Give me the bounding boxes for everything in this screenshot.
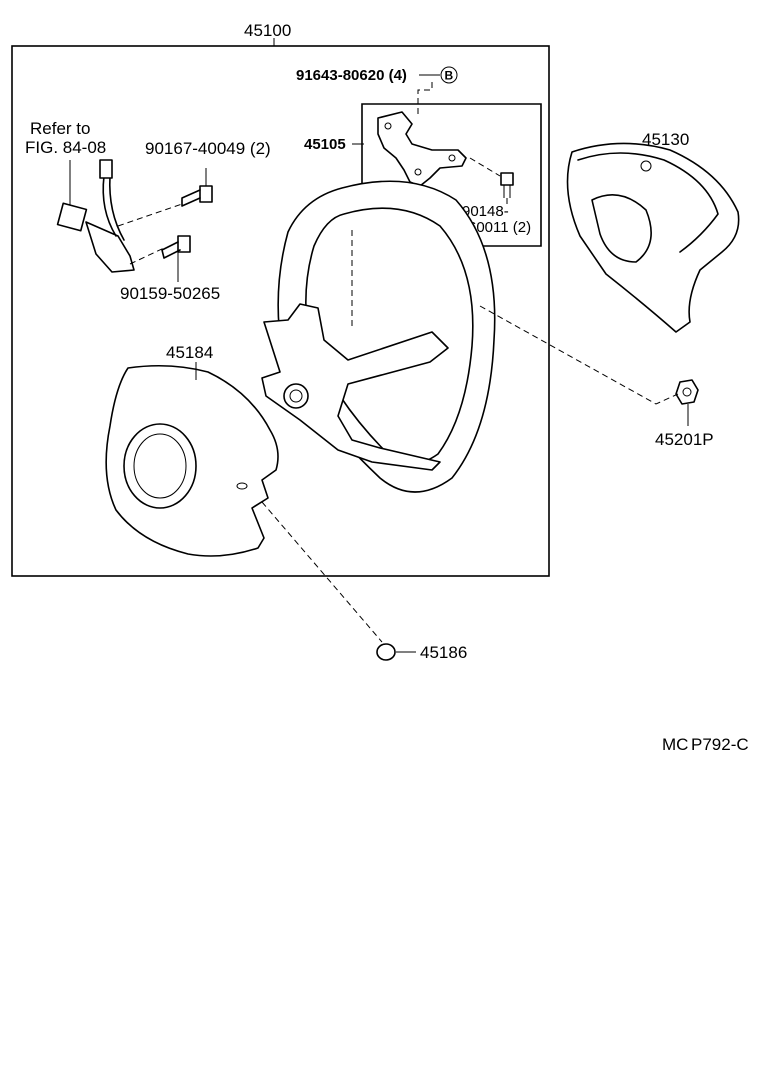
label-45201P: 45201P [655, 430, 714, 449]
screw-90148 [500, 172, 514, 198]
label-45100: 45100 [244, 21, 291, 40]
label-90167-40049: 90167-40049 (2) [145, 139, 271, 158]
refer-text-2: FIG. 84-08 [25, 138, 106, 157]
nut-45201P [675, 379, 699, 426]
label-45105: 45105 [304, 136, 346, 153]
bolt-top-dashline [417, 82, 433, 114]
assembly-box [11, 45, 550, 577]
label-90159-50265: 90159-50265 [120, 284, 220, 303]
bracket-hole-3 [448, 154, 456, 162]
clip-dashline [261, 501, 383, 643]
bracket-hole-1 [384, 122, 392, 130]
nut-dashline [479, 305, 679, 405]
bracket-hole-2 [414, 168, 422, 176]
label-45184: 45184 [166, 343, 213, 362]
label-90148: 90148- [462, 203, 509, 220]
label-60011: 60011 (2) [468, 219, 531, 236]
label-91643-80620: 91643-80620 (4) [296, 67, 407, 84]
pad-45130 [566, 142, 740, 333]
bolt-90167 [181, 168, 213, 207]
clip-45186 [376, 643, 416, 661]
ref-b-text: B [445, 69, 454, 83]
bracket-dash-1 [469, 157, 501, 177]
steering-wheel [261, 180, 496, 493]
bracket-sub-box [361, 103, 542, 247]
switch-assembly [56, 159, 135, 273]
bracket-45105 [377, 111, 467, 187]
switch-dash-1 [117, 203, 183, 227]
bolt-90159 [161, 235, 191, 282]
label-45186: 45186 [420, 643, 467, 662]
ref-b-circle [440, 66, 458, 84]
code-mc: MC [662, 735, 688, 754]
refer-text-1: Refer to [30, 119, 90, 138]
switch-dash-2 [129, 247, 165, 265]
label-45130: 45130 [642, 130, 689, 149]
code-p792c: P792-C [691, 735, 749, 754]
cover-45184 [105, 364, 279, 557]
